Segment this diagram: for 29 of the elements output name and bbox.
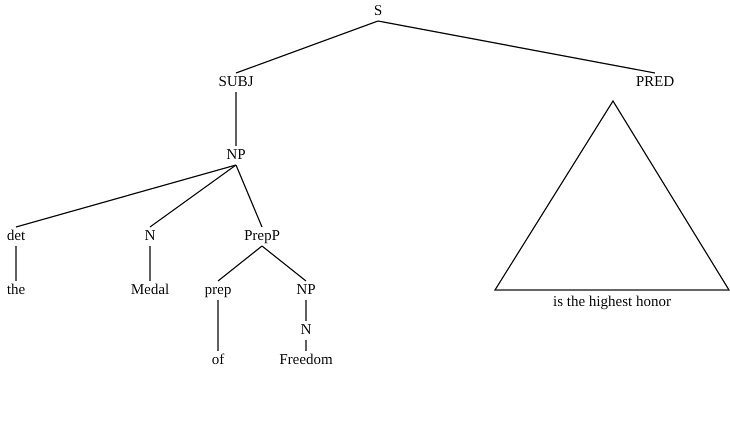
tree-branch [378,20,656,74]
tree-label: N [144,228,156,246]
tree-branch [235,164,263,228]
tree-branch [236,20,378,74]
tree-branch [217,300,219,351]
tree-label: PRED [634,74,676,92]
tree-branch [218,246,262,282]
tree-branch [305,340,307,351]
tree-branch [15,246,17,281]
tree-label: SUBJ [217,74,255,92]
tree-branch [149,246,151,281]
tree-label: prep [204,282,232,300]
tree-label: Medal [130,282,170,300]
tree-label: Freedom [278,352,334,370]
triangle-caption: is the highest honor [553,294,671,312]
tree-label: NP [225,147,247,164]
tree-label: det [6,228,26,246]
tree-label: PrepP [243,228,281,246]
tree-branch [16,164,236,228]
tree-branch [262,246,306,282]
tree-branch [235,92,237,146]
tree-label: of [210,352,226,370]
tree-label: N [300,322,312,340]
tree-label: S [372,3,384,20]
tree-label: the [6,282,26,300]
tree-branch [305,300,307,321]
triangle [494,100,730,291]
tree-label: NP [295,282,317,300]
tree-branch [150,164,236,228]
